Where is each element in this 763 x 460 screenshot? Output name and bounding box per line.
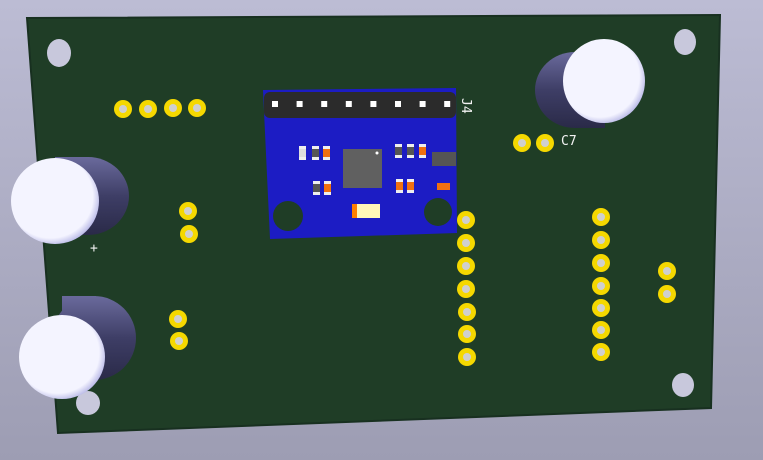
through-hole-pad <box>458 348 476 366</box>
j4-label: J4 <box>458 98 473 114</box>
header-pin <box>419 101 426 107</box>
through-hole-pad <box>179 202 197 220</box>
header-pin <box>444 101 451 107</box>
mounting-hole <box>672 373 694 397</box>
smd-component <box>395 144 402 158</box>
through-hole-pad <box>458 303 476 321</box>
smd-component <box>407 144 414 158</box>
through-hole-pad <box>188 99 206 117</box>
header-pin <box>296 101 303 107</box>
header-pin <box>321 101 328 107</box>
smd-component <box>419 144 426 158</box>
header-pin <box>272 101 278 107</box>
mounting-hole <box>674 29 696 55</box>
through-hole-pad <box>592 254 610 272</box>
capacitor-c7[interactable] <box>535 39 645 128</box>
through-hole-pad <box>658 285 676 303</box>
smd-component <box>396 179 403 193</box>
through-hole-pad <box>457 211 475 229</box>
through-hole-pad <box>592 343 610 361</box>
through-hole-pad <box>164 99 182 117</box>
through-hole-pad <box>592 299 610 317</box>
through-hole-pad <box>592 277 610 295</box>
capacitor-left-top[interactable] <box>11 157 129 244</box>
through-hole-pad <box>139 100 157 118</box>
through-hole-pad <box>592 208 610 226</box>
through-hole-pad <box>457 280 475 298</box>
through-hole-pad <box>513 134 531 152</box>
through-hole-pad <box>457 234 475 252</box>
through-hole-pad <box>114 100 132 118</box>
pin-header <box>264 92 456 118</box>
sensor-module[interactable]: J4 <box>263 88 473 239</box>
smd-component <box>407 179 414 193</box>
through-hole-pad <box>169 310 187 328</box>
through-hole-pad <box>170 332 188 350</box>
module-hole <box>424 198 452 226</box>
regulator-chip <box>432 152 456 166</box>
smd-component <box>312 146 319 160</box>
smd-component <box>313 181 320 195</box>
smd-component <box>324 181 331 195</box>
through-hole-pad <box>536 134 554 152</box>
module-hole <box>273 201 303 231</box>
ic-chip <box>343 149 382 188</box>
mounting-hole <box>47 39 71 67</box>
c7-label: C7 <box>561 134 577 149</box>
through-hole-pad <box>458 325 476 343</box>
through-hole-pad <box>180 225 198 243</box>
smd-component <box>437 183 450 190</box>
smd-component <box>323 146 330 160</box>
component-led <box>352 204 380 218</box>
mounting-hole <box>76 391 100 415</box>
through-hole-pad <box>592 231 610 249</box>
capacitor-left-bottom[interactable] <box>19 296 136 399</box>
through-hole-pad <box>592 321 610 339</box>
header-pin <box>370 101 377 107</box>
polarity-plus-label: + <box>90 241 98 256</box>
header-pin <box>345 101 352 107</box>
through-hole-pad <box>658 262 676 280</box>
header-pin <box>395 101 401 107</box>
mounting-holes <box>47 29 696 415</box>
smd-component <box>299 146 306 160</box>
through-hole-pad <box>457 257 475 275</box>
